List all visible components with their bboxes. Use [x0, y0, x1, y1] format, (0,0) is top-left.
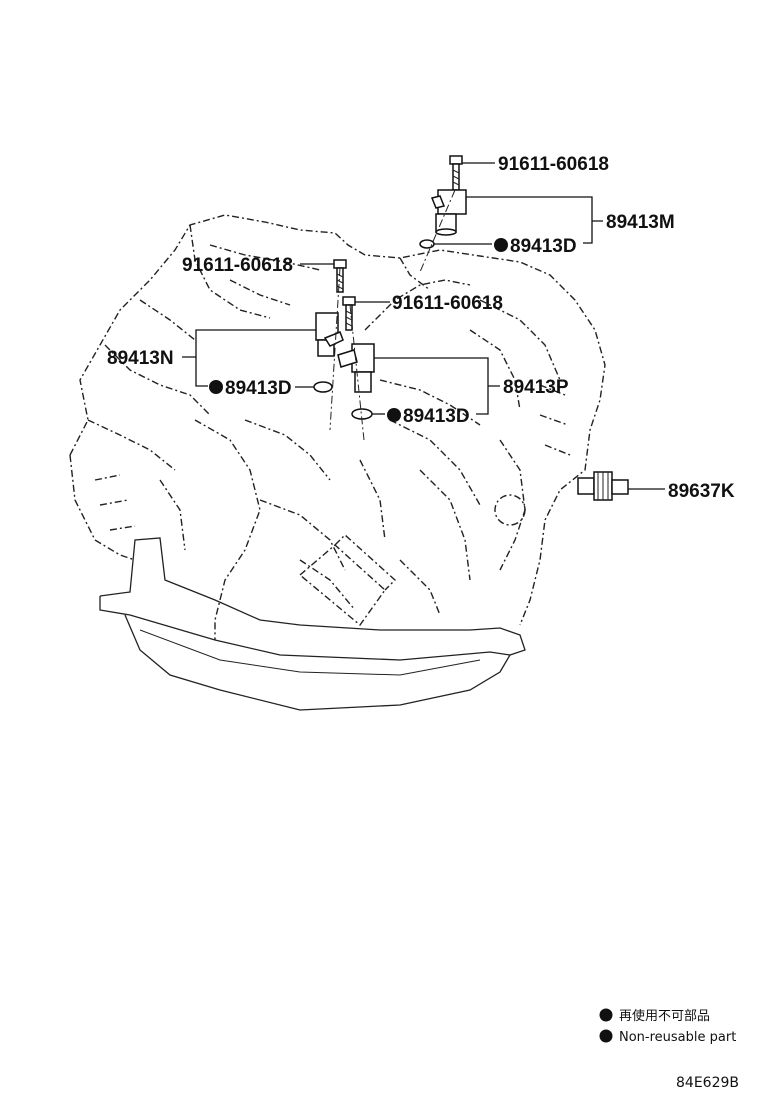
- label-oring-top: 89413D: [510, 236, 577, 257]
- leader-lines: [182, 162, 665, 490]
- label-bolt-left: 91611-60618: [182, 255, 293, 276]
- legend-dot: [599, 1029, 613, 1043]
- non-reusable-dot: [494, 238, 508, 252]
- label-sensor-n: 89413N: [107, 348, 174, 369]
- non-reusable-dot: [387, 408, 401, 422]
- output-flange: [494, 494, 526, 526]
- sensor-m-icon: [430, 189, 467, 236]
- center-line-mid: [349, 304, 365, 441]
- legend-dot: [599, 1008, 613, 1022]
- label-sensor-p: 89413P: [503, 377, 569, 398]
- legend-line1: 再使用不可部品: [619, 1008, 710, 1024]
- shift-lever-bracket: [298, 534, 397, 627]
- legend: 再使用不可部品 Non-reusable part: [599, 1008, 736, 1045]
- label-oring-left: 89413D: [225, 378, 292, 399]
- label-switch-k: 89637K: [668, 481, 735, 502]
- center-line-top: [419, 189, 456, 273]
- diagram-code: 84E629B: [676, 1075, 739, 1091]
- legend-line2: Non-reusable part: [619, 1030, 736, 1045]
- sensor-n-icon: [315, 312, 344, 357]
- center-line-left: [329, 267, 341, 431]
- bolt-top-icon: [449, 155, 463, 191]
- non-reusable-dot: [209, 380, 223, 394]
- switch-k-icon: [577, 471, 629, 501]
- sensor-p-icon: [337, 343, 375, 393]
- label-bolt-top: 91611-60618: [498, 154, 609, 175]
- label-oring-mid: 89413D: [403, 406, 470, 427]
- oring-top-icon: [419, 239, 435, 249]
- label-bolt-mid: 91611-60618: [392, 293, 503, 314]
- bolt-mid-icon: [342, 296, 356, 331]
- oil-pan: [99, 537, 526, 711]
- transmission-housing: [69, 214, 606, 640]
- oring-left-icon: [313, 381, 333, 393]
- label-sensor-m: 89413M: [606, 212, 675, 233]
